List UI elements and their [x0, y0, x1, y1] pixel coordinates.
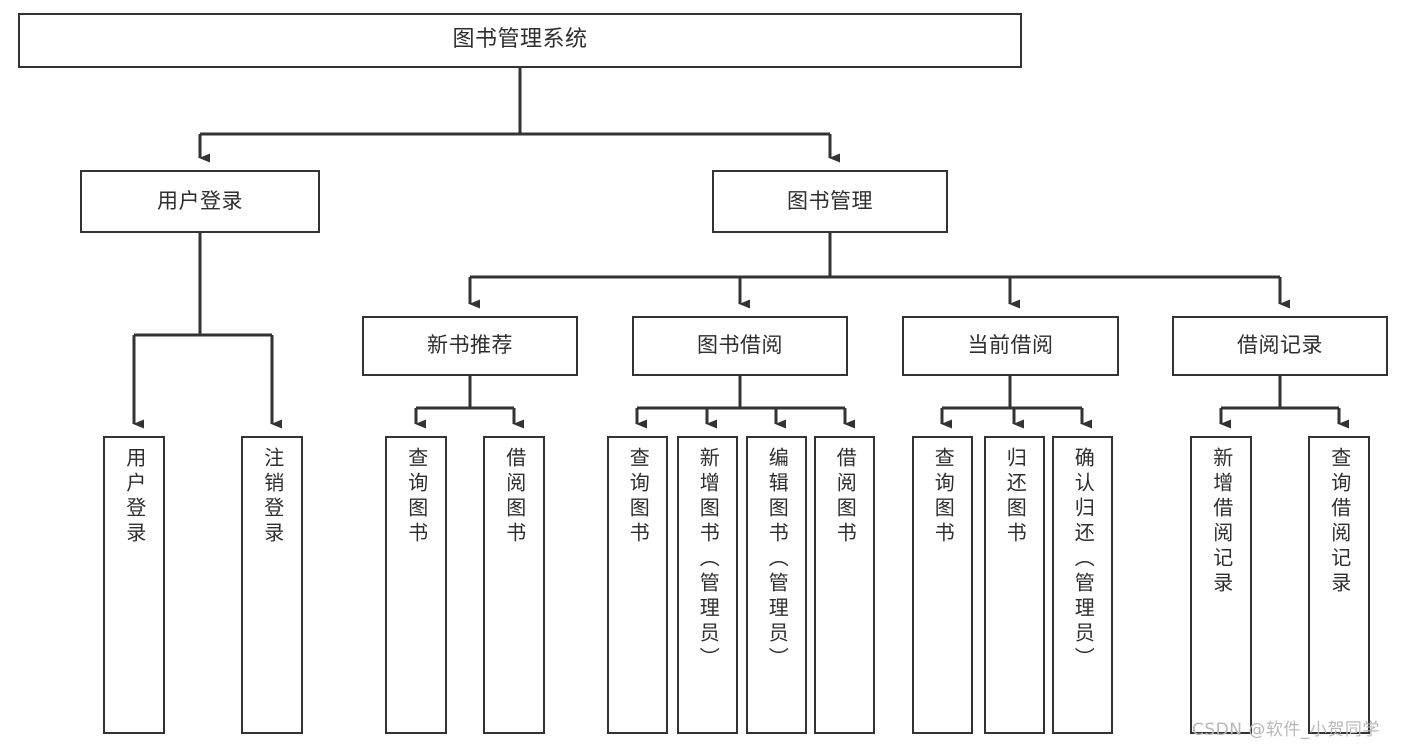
node-root[interactable]: 图书管理系统 [18, 13, 1022, 68]
node-current-borrow[interactable]: 当前借阅 [902, 316, 1119, 376]
node-book-borrow[interactable]: 图书借阅 [632, 316, 848, 376]
node-leaf-return-book-label: 归还图书 [1003, 447, 1028, 547]
node-leaf-borrow-book-2[interactable]: 借阅图书 [814, 436, 875, 734]
node-leaf-confirm-return[interactable]: 确认归还（管理员） [1052, 436, 1113, 734]
node-leaf-user-logout[interactable]: 注销登录 [241, 436, 303, 734]
node-leaf-add-record-label: 新增借阅记录 [1209, 447, 1234, 597]
node-leaf-user-logout-label: 注销登录 [260, 447, 285, 547]
connector-lines [132, 68, 1349, 429]
node-leaf-query-book-1[interactable]: 查询图书 [385, 436, 447, 734]
node-leaf-confirm-return-label: 确认归还（管理员） [1071, 447, 1096, 672]
node-leaf-add-record[interactable]: 新增借阅记录 [1190, 436, 1252, 734]
node-leaf-query-book-3[interactable]: 查询图书 [912, 436, 973, 734]
node-leaf-borrow-book-2-label: 借阅图书 [833, 447, 858, 547]
node-new-book-recommend-label: 新书推荐 [427, 333, 513, 358]
node-borrow-record-label: 借阅记录 [1237, 333, 1323, 358]
node-user-login-label: 用户登录 [157, 188, 243, 213]
node-leaf-query-book-3-label: 查询图书 [931, 447, 956, 547]
node-leaf-query-record[interactable]: 查询借阅记录 [1308, 436, 1370, 734]
node-new-book-recommend[interactable]: 新书推荐 [362, 316, 578, 376]
node-leaf-return-book[interactable]: 归还图书 [984, 436, 1045, 734]
node-book-manage[interactable]: 图书管理 [712, 170, 948, 233]
node-root-label: 图书管理系统 [452, 27, 588, 53]
node-leaf-borrow-book-1-label: 借阅图书 [502, 447, 527, 547]
node-leaf-borrow-book-1[interactable]: 借阅图书 [483, 436, 545, 734]
node-book-manage-label: 图书管理 [787, 188, 873, 213]
node-current-borrow-label: 当前借阅 [967, 333, 1054, 358]
node-leaf-query-record-label: 查询借阅记录 [1327, 447, 1352, 597]
node-user-login[interactable]: 用户登录 [80, 170, 320, 233]
node-leaf-add-book-label: 新增图书（管理员） [696, 447, 721, 672]
node-leaf-query-book-2[interactable]: 查询图书 [607, 436, 668, 734]
node-leaf-user-login[interactable]: 用户登录 [103, 436, 165, 734]
node-leaf-edit-book[interactable]: 编辑图书（管理员） [746, 436, 807, 734]
node-leaf-add-book[interactable]: 新增图书（管理员） [677, 436, 738, 734]
node-leaf-query-book-2-label: 查询图书 [626, 447, 651, 547]
node-leaf-user-login-label: 用户登录 [122, 447, 147, 547]
node-leaf-edit-book-label: 编辑图书（管理员） [765, 447, 790, 672]
node-borrow-record[interactable]: 借阅记录 [1172, 316, 1388, 376]
node-book-borrow-label: 图书借阅 [697, 333, 783, 358]
node-leaf-query-book-1-label: 查询图书 [404, 447, 429, 547]
